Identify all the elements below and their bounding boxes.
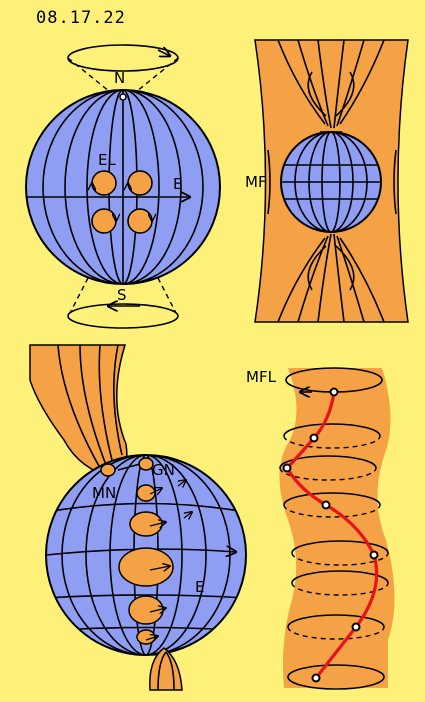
north-label: N — [114, 69, 125, 87]
top-right-panel: MF — [245, 40, 408, 322]
globe-field — [281, 132, 381, 232]
south-label: S — [117, 286, 127, 304]
top-left-panel: N EL E — [24, 45, 220, 328]
equator-label-bottom: E — [195, 578, 204, 596]
upper-plume — [30, 345, 127, 478]
magnetic-north-label: MN — [92, 484, 116, 502]
magnetic-field-lines-label: MFL — [246, 368, 277, 386]
magnetic-field-label: MF — [245, 173, 267, 191]
flux-tube — [279, 368, 394, 688]
equator-label-top: E — [173, 175, 182, 193]
globe-electrons — [24, 90, 220, 284]
bottom-right-panel: MFL — [246, 368, 395, 689]
bottom-left-panel: GN MN E — [30, 345, 246, 690]
geographic-north-label: GN — [152, 461, 175, 479]
electrons-label: EL — [98, 151, 116, 169]
